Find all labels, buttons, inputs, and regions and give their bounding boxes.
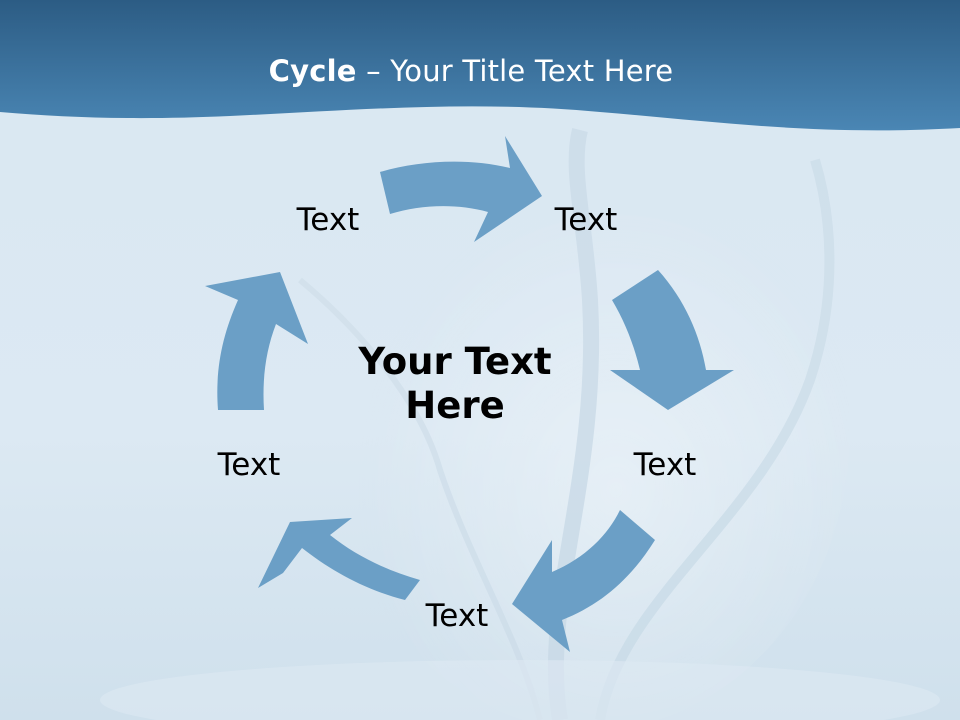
cycle-arrow-left xyxy=(205,272,308,410)
center-text-line1: Your Text xyxy=(358,340,552,383)
cycle-arrows xyxy=(205,136,734,652)
header-band xyxy=(0,0,960,131)
cycle-arrow-lower-right xyxy=(512,510,655,652)
cycle-node-3: Text xyxy=(633,447,697,483)
center-text: Your Text Here xyxy=(330,340,580,428)
slide-title: Cycle – Your Title Text Here xyxy=(0,54,942,88)
cycle-arrow-right xyxy=(610,270,734,410)
title-rest: – Your Title Text Here xyxy=(356,54,674,88)
water-splash-decoration xyxy=(100,128,940,720)
cycle-arrow-lower-left xyxy=(258,518,420,600)
cycle-node-4: Text xyxy=(425,598,489,634)
cycle-node-1: Text xyxy=(296,202,360,238)
title-bold: Cycle xyxy=(268,54,357,88)
cycle-node-5: Text xyxy=(217,447,281,483)
center-text-line2: Here xyxy=(405,384,505,427)
cycle-arrow-top xyxy=(380,136,542,242)
cycle-node-2: Text xyxy=(554,202,618,238)
